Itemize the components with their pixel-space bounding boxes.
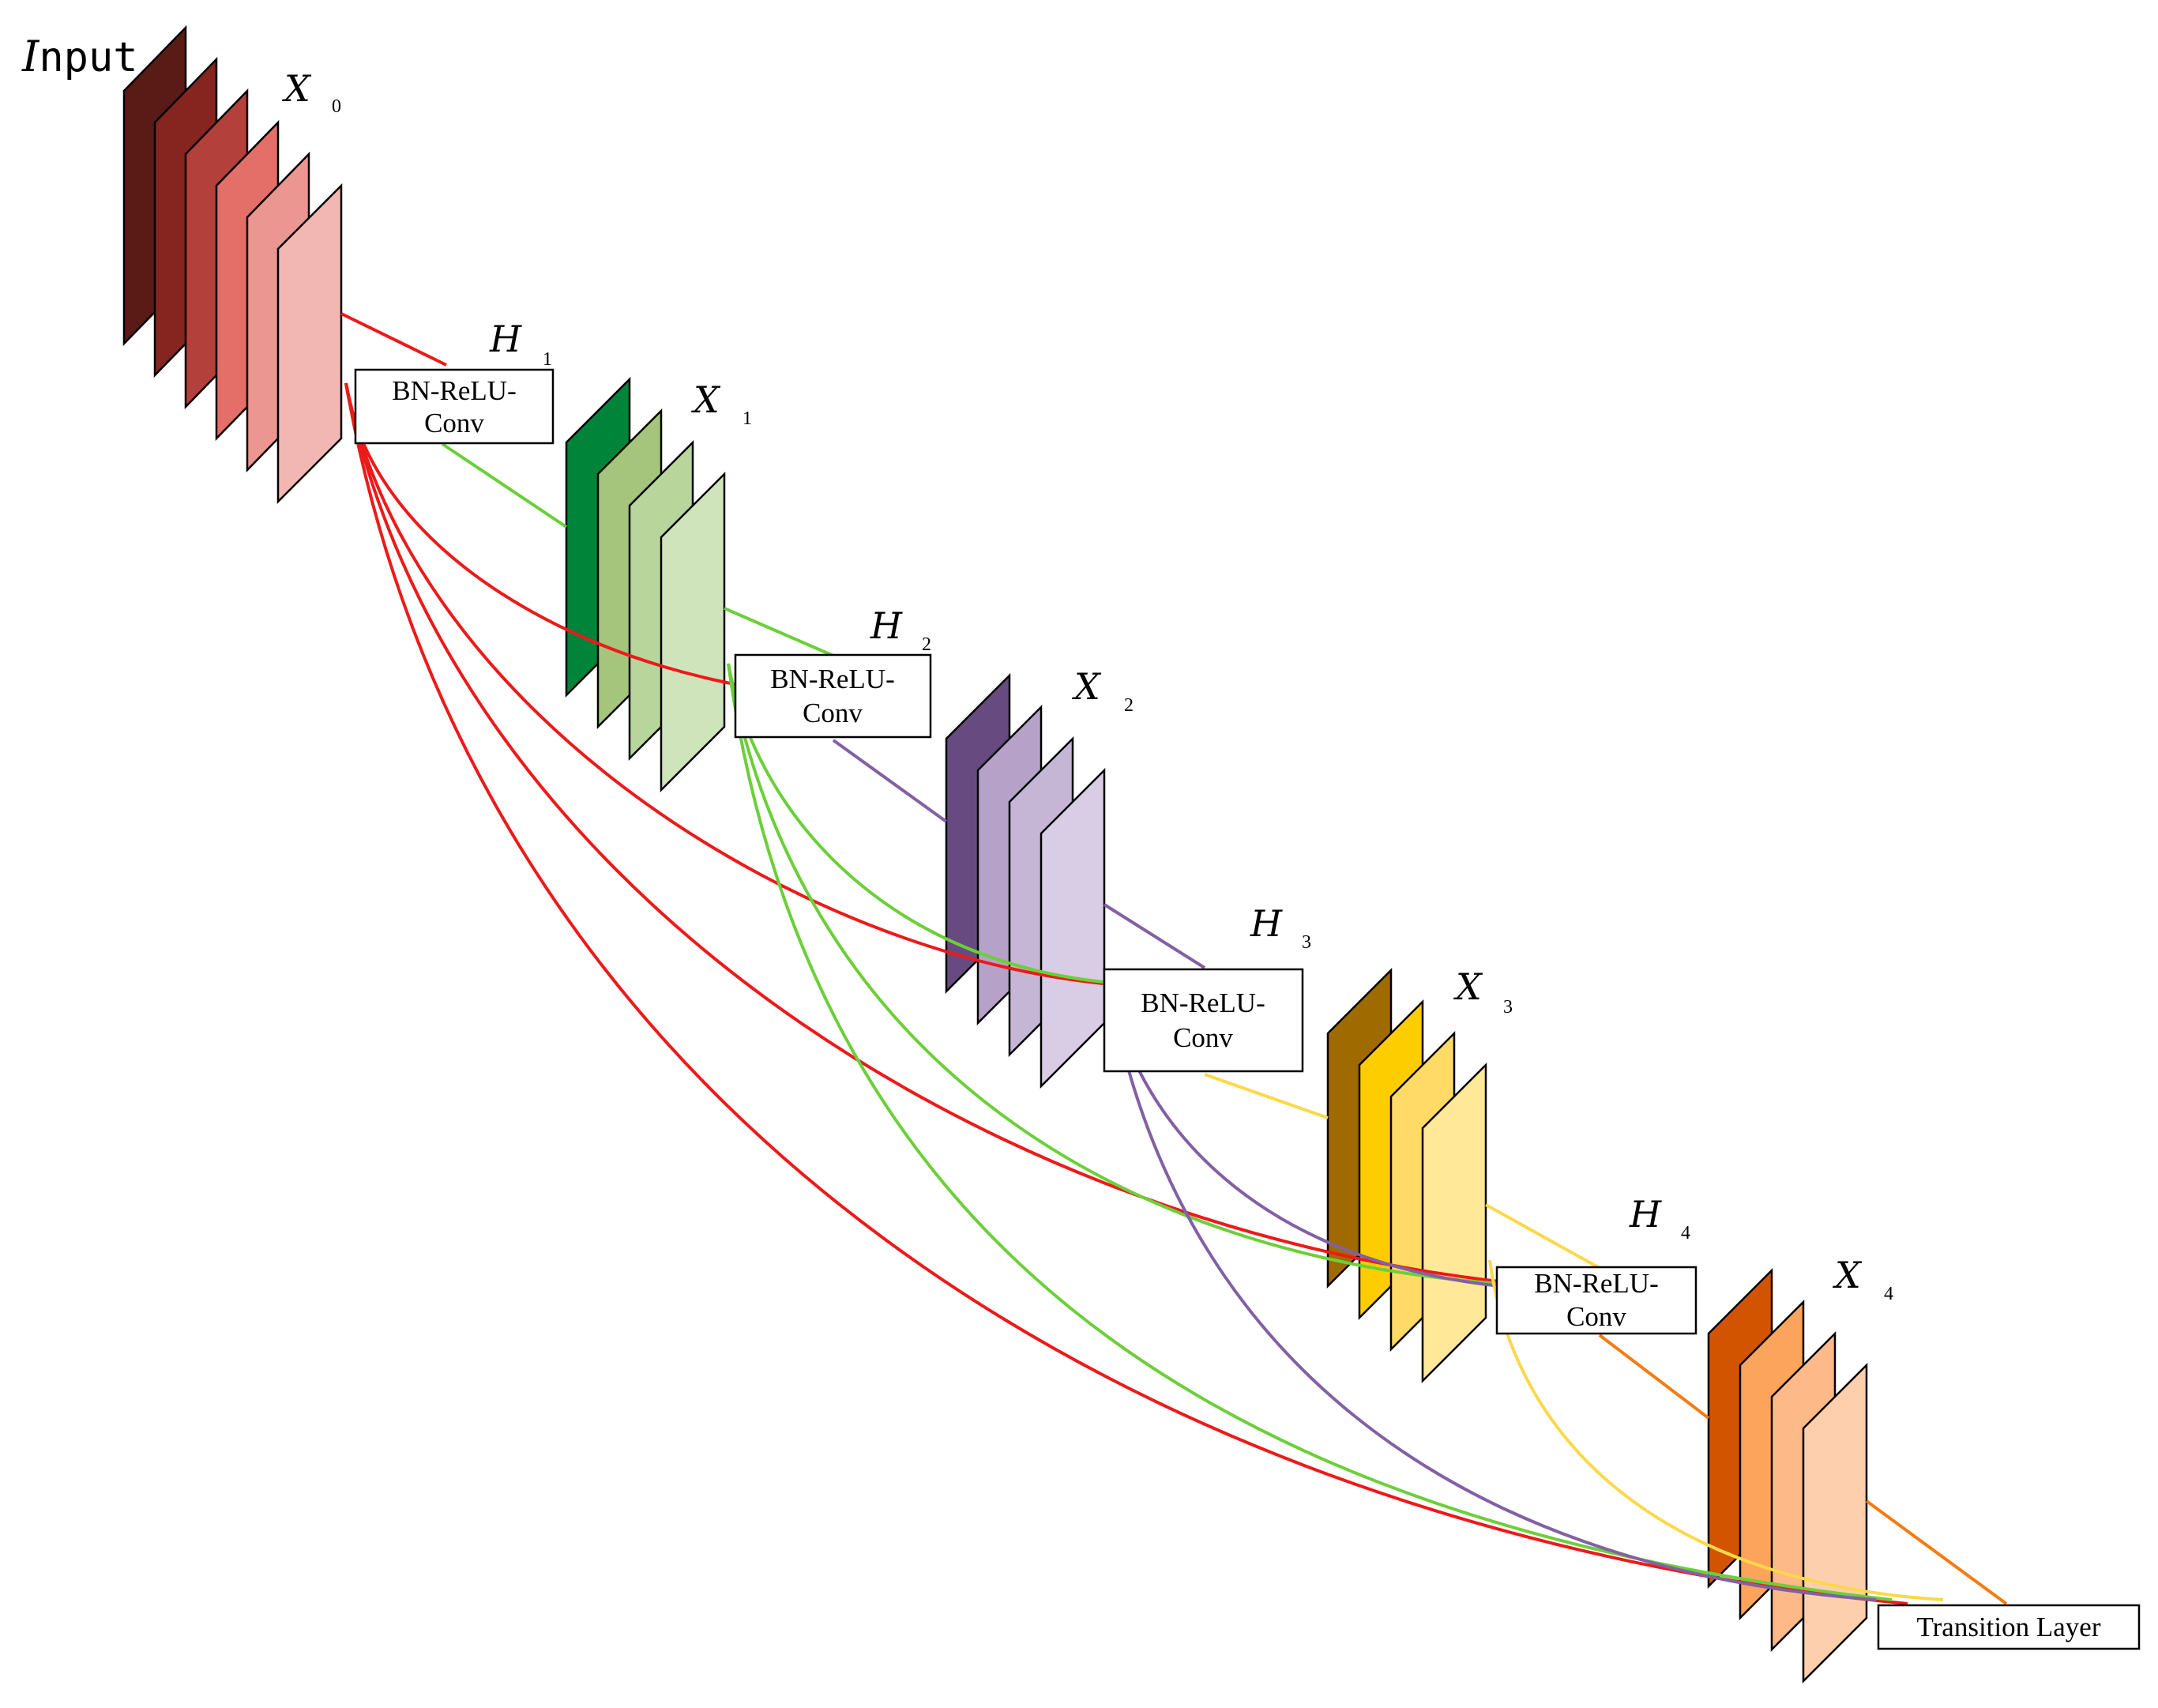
h2-box-line1: BN-ReLU-	[770, 664, 894, 694]
connection-h1-x1	[441, 442, 568, 529]
connection-h4-x4	[1598, 1334, 1710, 1420]
feature-map-x4	[1707, 1267, 1868, 1684]
input-label: Input	[21, 32, 138, 81]
h4-box-line2: Conv	[1566, 1301, 1626, 1332]
x1-channel-4	[660, 471, 726, 793]
connection-x0-transition	[344, 382, 1908, 1605]
h3-block: BN-ReLU- Conv	[1103, 968, 1304, 1073]
h1-box	[354, 368, 555, 445]
x2-label: X	[1072, 665, 1102, 708]
h3-box	[1103, 968, 1304, 1073]
feature-map-x0	[122, 24, 343, 505]
connection-x0-h3	[344, 382, 1134, 988]
h1-label: H	[489, 318, 522, 360]
connection-x3-transition	[1488, 1259, 1944, 1601]
connection-x0-h1	[340, 312, 447, 367]
x1-label: X	[691, 378, 721, 421]
connection-x2-transition	[1106, 975, 1877, 1601]
x0-subscript: 0	[332, 96, 341, 117]
x4-label: X	[1833, 1254, 1863, 1296]
connection-h3-x3	[1204, 1073, 1329, 1119]
h4-box	[1495, 1266, 1697, 1335]
connection-x3-h4	[1485, 1203, 1600, 1270]
h1-subscript: 1	[543, 349, 552, 370]
h4-subscript: 4	[1681, 1223, 1690, 1243]
x1-subscript: 1	[743, 408, 752, 429]
x3-subscript: 3	[1503, 997, 1513, 1018]
h2-label: H	[870, 604, 903, 647]
transition-layer-box	[1877, 1604, 2141, 1650]
x3-channel-4	[1421, 1062, 1487, 1384]
h4-block: BN-ReLU- Conv	[1495, 1266, 1697, 1335]
transition-layer-block: Transition Layer	[1877, 1604, 2141, 1650]
input-label-rest: nput	[39, 34, 137, 81]
x3-label: X	[1453, 965, 1483, 1008]
connection-x0-h4	[344, 382, 1521, 1285]
h4-box-line1: BN-ReLU-	[1534, 1268, 1658, 1299]
connection-x1-transition	[727, 663, 1893, 1601]
connection-h2-x2	[832, 739, 948, 823]
x0-channel-6	[276, 182, 343, 505]
x0-label: X	[282, 67, 312, 110]
h4-label: H	[1629, 1193, 1662, 1236]
input-label-first: I	[21, 32, 40, 81]
x2-subscript: 2	[1124, 695, 1134, 716]
h2-subscript: 2	[922, 634, 931, 655]
connection-x1-h4	[727, 663, 1502, 1285]
connection-x4-transition	[1865, 1499, 2008, 1605]
x4-subscript: 4	[1884, 1284, 1893, 1304]
feature-map-x2	[945, 672, 1106, 1089]
x4-channel-4	[1802, 1362, 1868, 1684]
connection-x2-h3	[1103, 903, 1206, 969]
h1-box-line2: Conv	[424, 408, 484, 438]
h3-box-line2: Conv	[1173, 1022, 1233, 1053]
h3-box-line1: BN-ReLU-	[1141, 988, 1265, 1018]
h1-block: BN-ReLU- Conv	[354, 368, 555, 445]
h3-label: H	[1250, 902, 1283, 945]
h2-box	[734, 653, 932, 739]
h2-block: BN-ReLU- Conv	[734, 653, 932, 739]
connection-x1-h2	[724, 607, 834, 657]
h3-subscript: 3	[1302, 932, 1311, 953]
transition-layer-label: Transition Layer	[1917, 1612, 2101, 1642]
h1-box-line1: BN-ReLU-	[392, 375, 516, 406]
feature-map-x1	[565, 376, 726, 793]
h2-box-line2: Conv	[803, 698, 863, 728]
feature-map-x3	[1326, 967, 1487, 1384]
